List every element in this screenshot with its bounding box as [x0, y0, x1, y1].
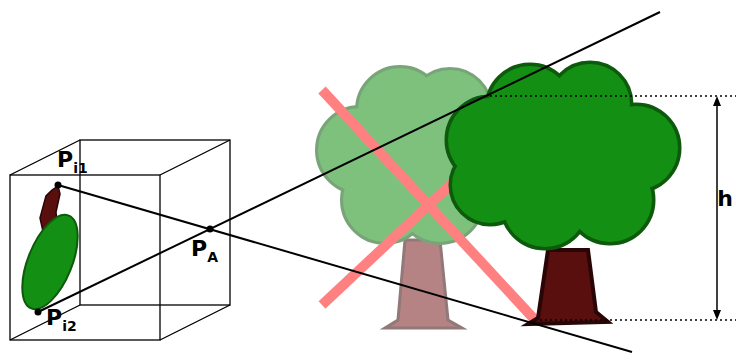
tree	[448, 64, 678, 324]
point-label: PA	[191, 238, 218, 260]
point-label: Pi1	[57, 149, 88, 171]
height-dimension	[490, 96, 736, 320]
inverted-image	[11, 186, 89, 317]
point-label: Pi2	[46, 307, 77, 329]
point-dot	[35, 182, 214, 316]
dimension-label: h	[717, 188, 733, 210]
light-ray	[38, 12, 660, 352]
